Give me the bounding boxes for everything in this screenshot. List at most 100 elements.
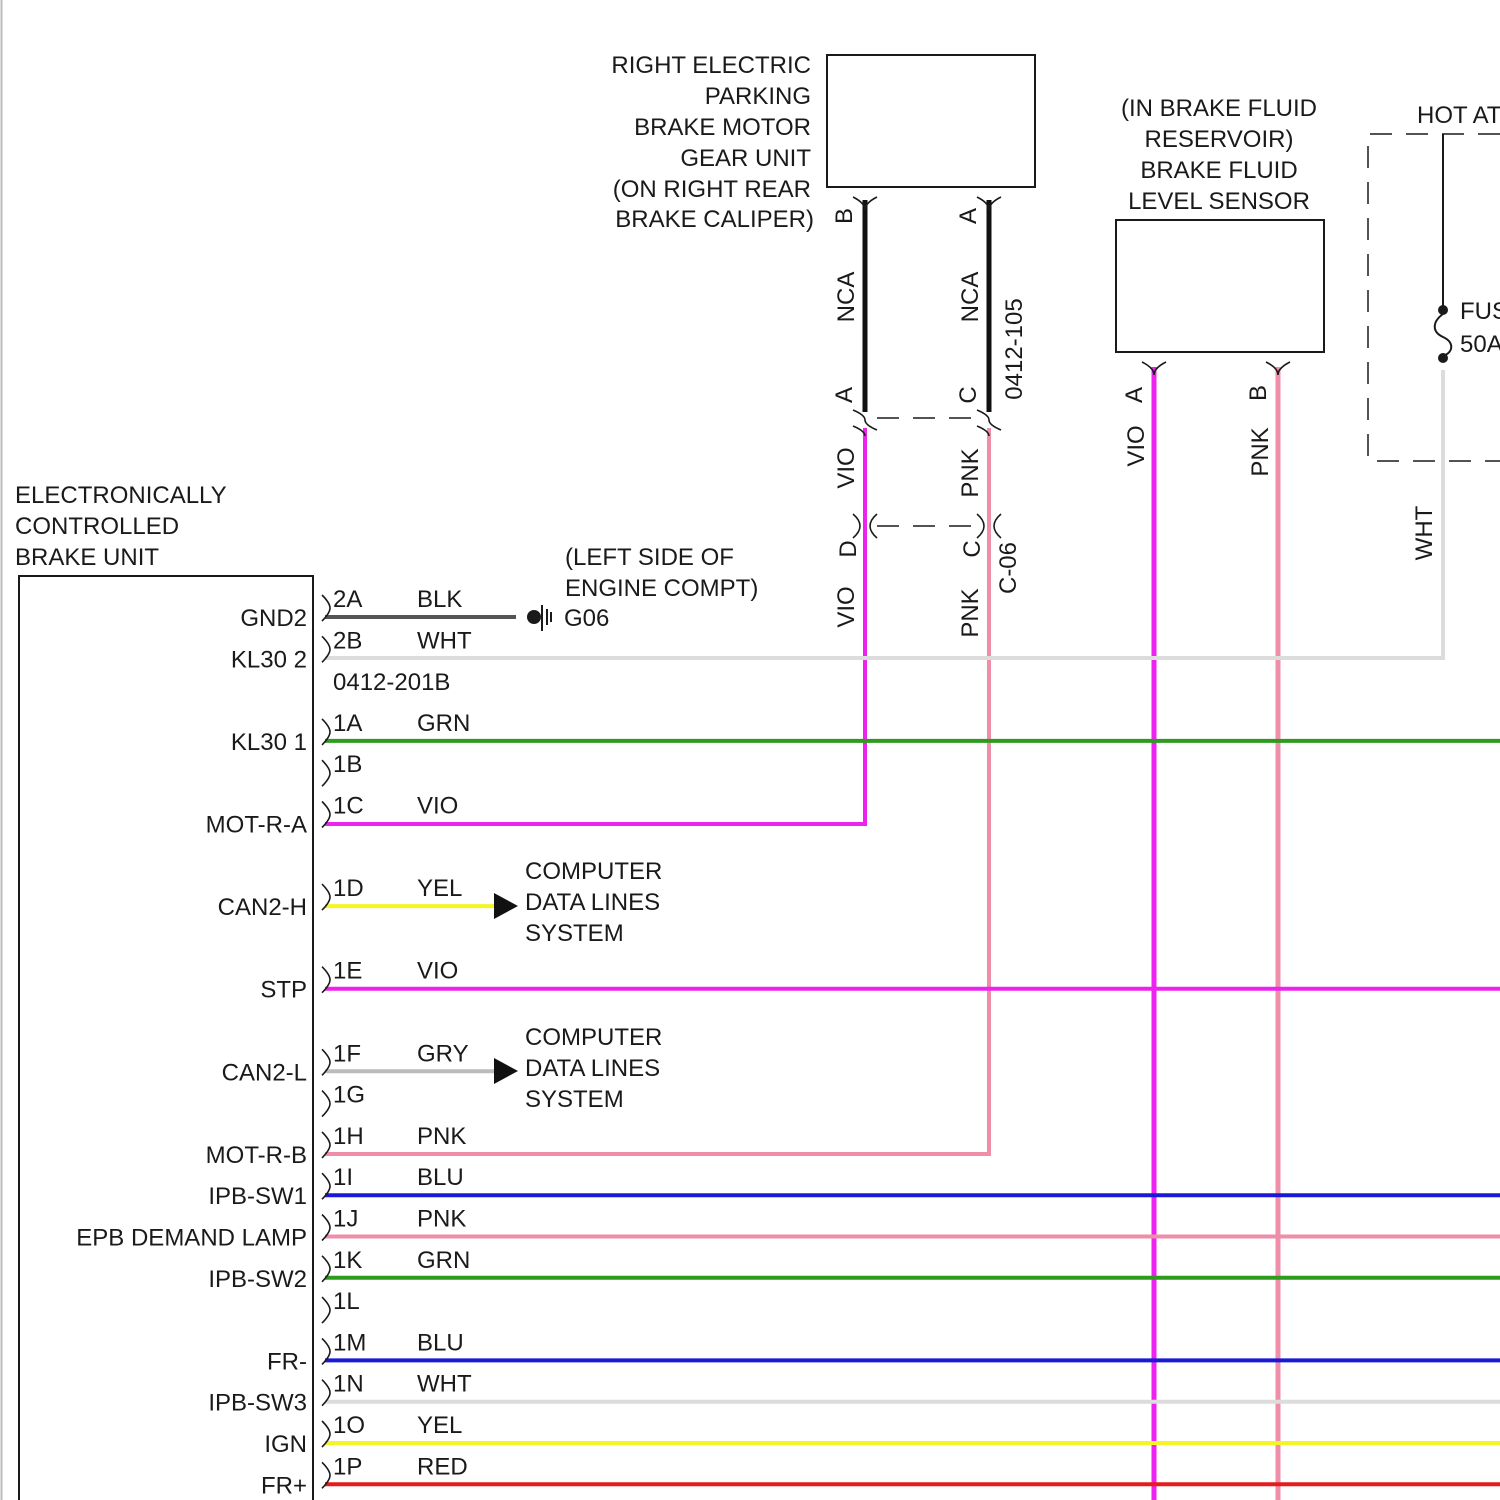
pin-wire-color: YEL (417, 875, 462, 902)
fuse-rating: 50A (1460, 331, 1500, 358)
ground-g06: (LEFT SIDE OF ENGINE COMPT) G06 (527, 544, 758, 632)
pin-wire-color: GRN (417, 710, 470, 737)
sensor-title-line-4: LEVEL SENSOR (1128, 188, 1310, 215)
sensor-title-line-3: BRAKE FLUID (1140, 157, 1297, 184)
fuse-wire-color: WHT (1411, 505, 1438, 560)
pin-id: 2B (333, 627, 362, 654)
pin-wire-color: WHT (417, 627, 472, 654)
pin-wire-color: GRY (417, 1040, 469, 1067)
pin-wire-color: PNK (417, 1123, 466, 1150)
lower-right-pin: C (959, 540, 986, 557)
pin-wire-color: BLU (417, 1329, 464, 1356)
sensor-title-line-1: (IN BRAKE FLUID (1121, 95, 1317, 122)
pin-connector (322, 760, 330, 786)
motor-title-line-3: BRAKE MOTOR (634, 114, 811, 141)
ground-location-line-2: ENGINE COMPT) (565, 575, 758, 602)
ecbu: ELECTRONICALLY CONTROLLED BRAKE UNIT 041… (15, 482, 450, 1500)
arrow-icon (494, 893, 518, 919)
ecbu-connector-2-id: 0412-201B (333, 669, 450, 696)
pin-id: 1P (333, 1453, 362, 1480)
pin-wire-color: WHT (417, 1371, 472, 1398)
pin-signal-label: FR+ (261, 1472, 307, 1499)
motor-wire-left-color: NCA (833, 272, 860, 323)
brake-fluid-level-sensor: (IN BRAKE FLUID RESERVOIR) BRAKE FLUID L… (1116, 95, 1324, 477)
pin-id: 1M (333, 1329, 366, 1356)
sensor-wire-b-color: PNK (1247, 427, 1274, 476)
low-right-wire-color: PNK (957, 588, 984, 637)
ground-splice-dot (527, 610, 541, 624)
pin-wire-color: YEL (417, 1412, 462, 1439)
wire-wht-kl30-2 (325, 370, 1443, 658)
motor-pin-b: B (831, 208, 858, 224)
motor-title-line-1: RIGHT ELECTRIC (611, 52, 811, 79)
pin-signal-label: IGN (264, 1431, 307, 1458)
pin-signal-label: KL30 1 (231, 729, 307, 756)
motor-title-line-2: PARKING (705, 83, 811, 110)
pin-id: 1L (333, 1288, 360, 1315)
motor-box (827, 55, 1035, 187)
ground-location-line-1: (LEFT SIDE OF (565, 544, 734, 571)
pin-id: 1I (333, 1164, 353, 1191)
pin-id: 1A (333, 710, 362, 737)
can-ref-h-line-3: SYSTEM (525, 920, 624, 947)
can-ref-l-line-3: SYSTEM (525, 1086, 624, 1113)
pin-signal-label: MOT-R-A (206, 812, 307, 839)
pin-id: 1B (333, 751, 362, 778)
can-ref-l-line-2: DATA LINES (525, 1055, 660, 1082)
motor-title-line-5: (ON RIGHT REAR (613, 176, 811, 203)
pin-connector (322, 1297, 330, 1323)
pin-id: 1J (333, 1206, 358, 1233)
sensor-pin-a: A (1121, 387, 1148, 403)
pin-id: 1E (333, 958, 362, 985)
pin-id: 1N (333, 1371, 364, 1398)
can-ref-l-line-1: COMPUTER (525, 1024, 662, 1051)
sensor-pin-b: B (1245, 385, 1272, 401)
fuse-terminal-bottom (1438, 353, 1448, 363)
vertical-wires (325, 200, 1443, 1500)
pin-signal-label: IPB-SW1 (208, 1183, 307, 1210)
pin-id: 1G (333, 1082, 365, 1109)
pin-signal-label: GND2 (240, 605, 307, 632)
can-ref-h-line-1: COMPUTER (525, 858, 662, 885)
pin-id: 1K (333, 1247, 362, 1274)
pin-wire-color: BLU (417, 1164, 464, 1191)
motor-connector-lower-id: C-06 (995, 542, 1022, 594)
fuse-block: HOT AT FUS 50A WHT (1368, 100, 1500, 560)
low-left-wire-color: VIO (833, 586, 860, 627)
pin-wires (325, 617, 1500, 1484)
pin-id: 1H (333, 1123, 364, 1150)
pin-signal-label: IPB-SW3 (208, 1390, 307, 1417)
motor-title-line-6: BRAKE CALIPER) (615, 206, 814, 233)
pin-wire-color: VIO (417, 958, 458, 985)
pin-id: 1O (333, 1412, 365, 1439)
sensor-wire-a-color: VIO (1123, 425, 1150, 466)
ecbu-title-line-1: ELECTRONICALLY (15, 482, 227, 509)
ecbu-title-line-3: BRAKE UNIT (15, 544, 159, 571)
pin-wire-color: RED (417, 1453, 468, 1480)
can-ref-h: COMPUTER DATA LINES SYSTEM (494, 858, 662, 947)
upper-right-pin: C (955, 386, 982, 403)
motor-pin-a: A (955, 208, 982, 224)
pin-id: 1D (333, 875, 364, 902)
pin-signal-label: IPB-SW2 (208, 1266, 307, 1293)
pin-signal-label: CAN2-L (222, 1059, 307, 1086)
pin-signal-label: STP (260, 977, 307, 1004)
can-ref-l: COMPUTER DATA LINES SYSTEM (494, 1024, 662, 1113)
motor-title-line-4: GEAR UNIT (680, 145, 811, 172)
pin-signal-label: KL30 2 (231, 646, 307, 673)
sensor-title-line-2: RESERVOIR) (1145, 126, 1294, 153)
pin-id: 1F (333, 1040, 361, 1067)
pin-wire-color: GRN (417, 1247, 470, 1274)
pin-id: 1C (333, 793, 364, 820)
fuse-hot-label: HOT AT (1417, 102, 1500, 129)
arrow-icon (494, 1058, 518, 1084)
pin-id: 2A (333, 586, 362, 613)
sensor-box (1116, 220, 1324, 352)
pin-wire-color: BLK (417, 586, 462, 613)
pin-signal-label: EPB DEMAND LAMP (76, 1225, 307, 1252)
can-ref-h-line-2: DATA LINES (525, 889, 660, 916)
ecbu-title-line-2: CONTROLLED (15, 513, 179, 540)
fuse-name: FUS (1460, 298, 1500, 325)
lower-left-pin: D (835, 540, 862, 557)
upper-left-pin: A (831, 387, 858, 403)
